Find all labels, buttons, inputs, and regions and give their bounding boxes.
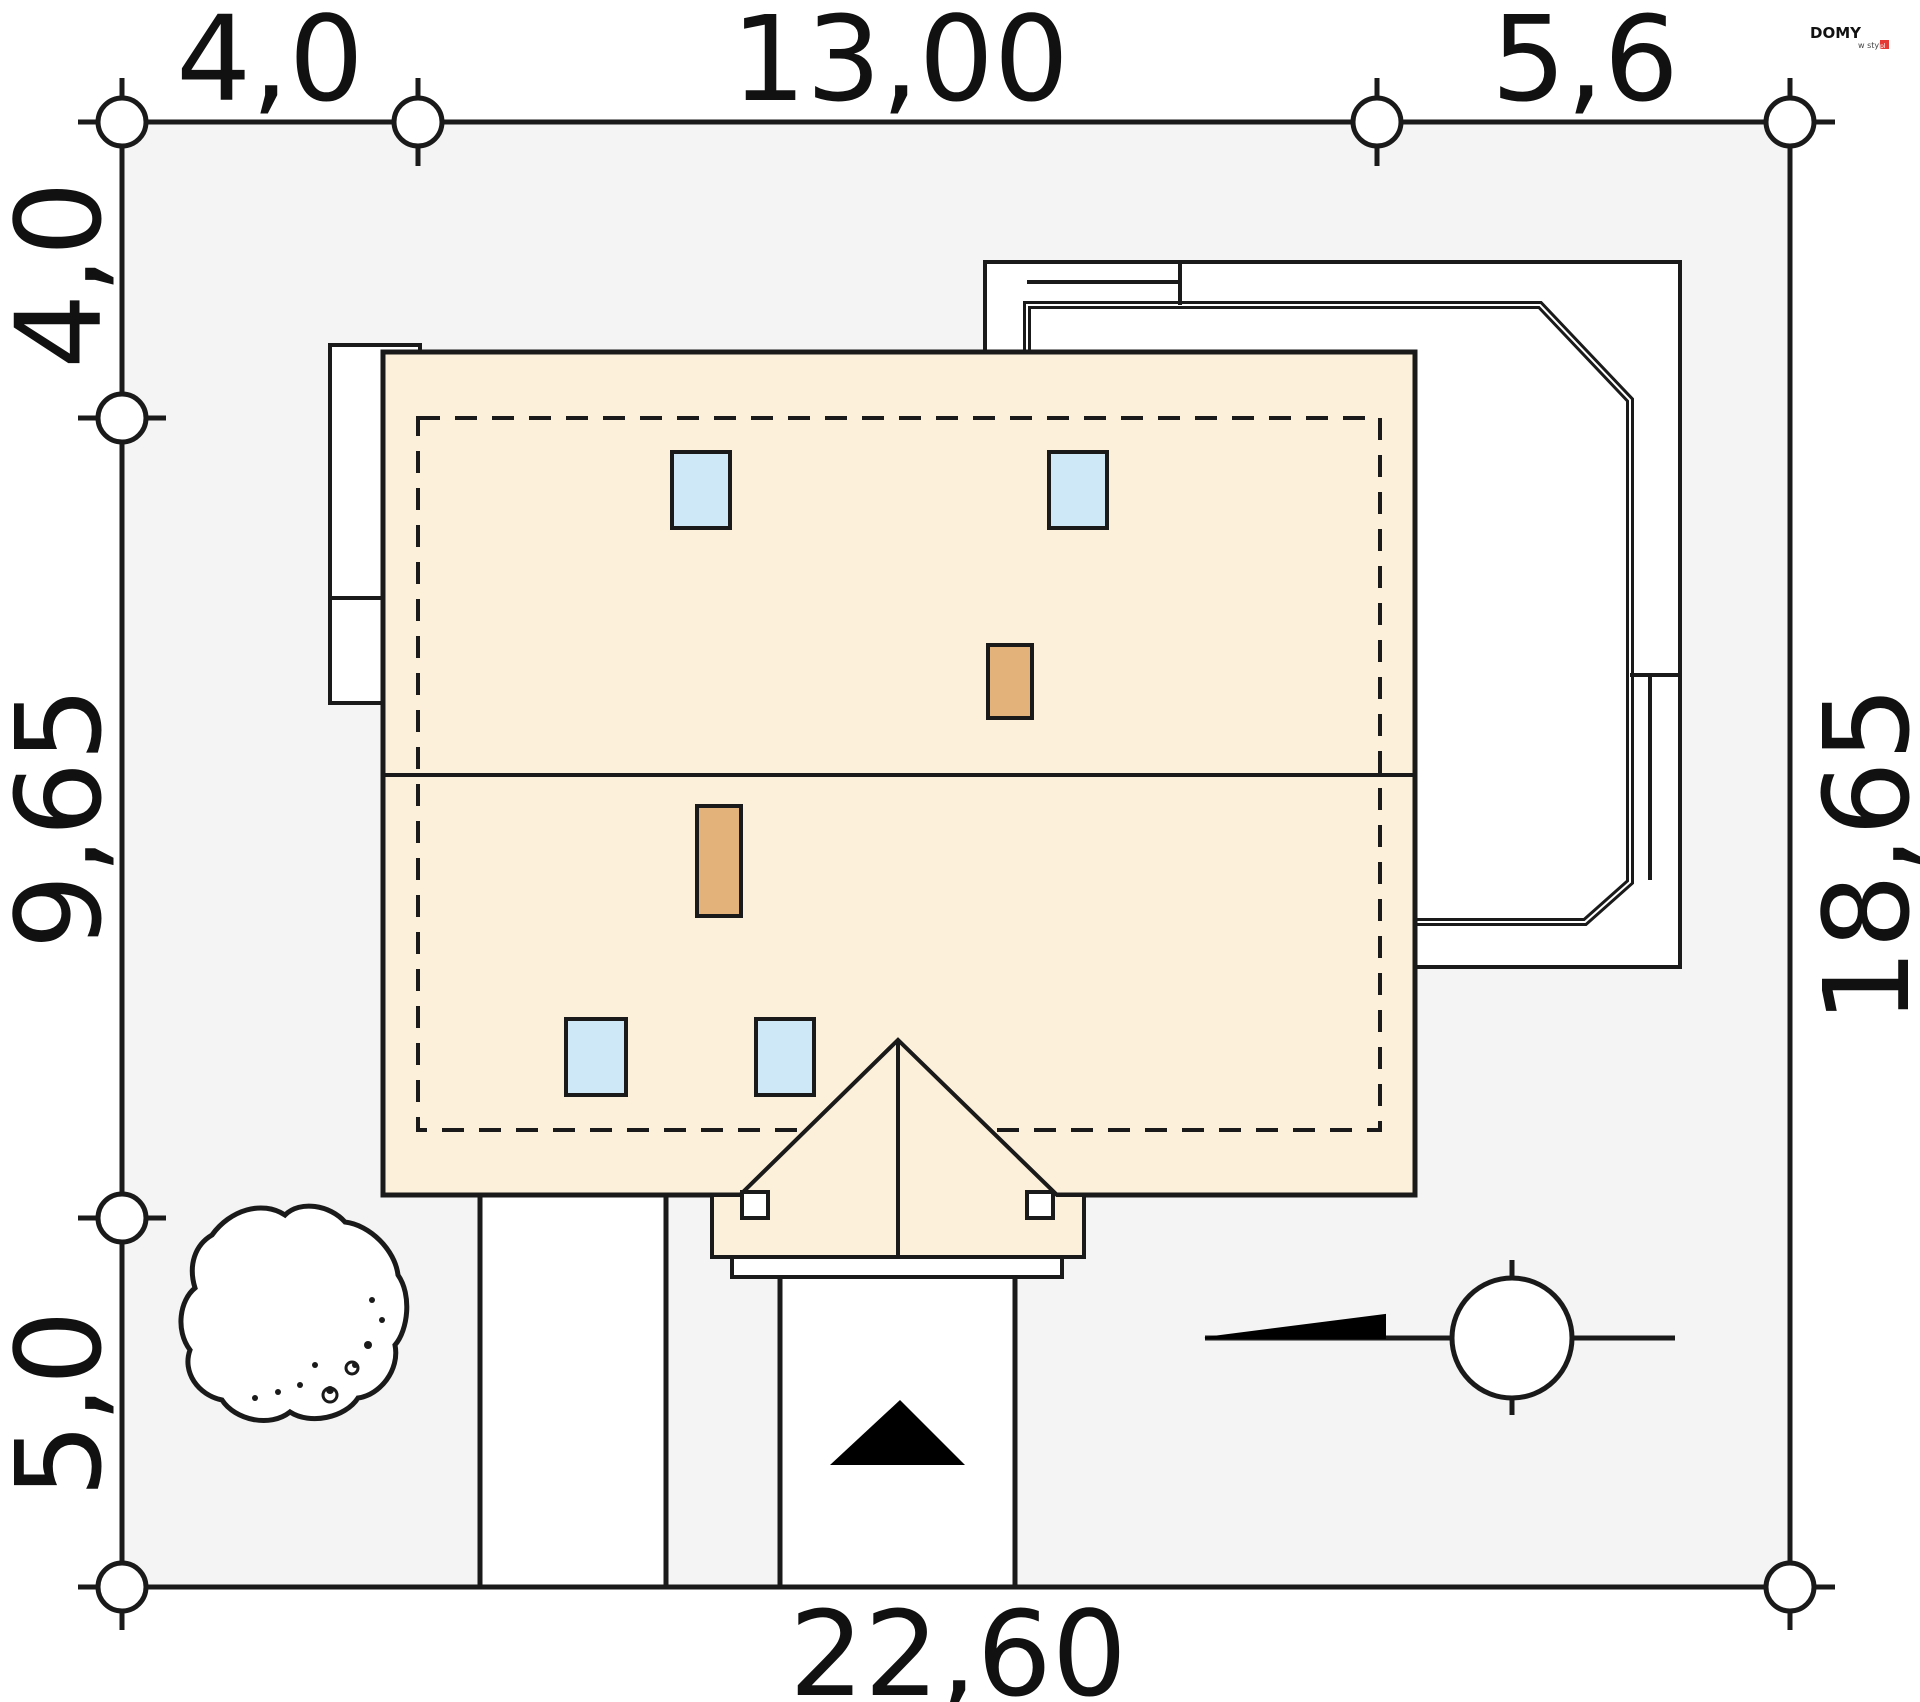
porch-gable <box>710 1037 1086 1259</box>
skylights <box>564 450 1109 1097</box>
dim-bottom-total: 22,60 <box>789 1585 1127 1702</box>
dim-left-bottom: 5,0 <box>0 1310 128 1498</box>
marker-bottom-right <box>1748 1545 1835 1630</box>
chimney-2 <box>695 804 743 918</box>
logo-sub-text: w stylu <box>1858 41 1886 50</box>
marker-top-1 <box>95 78 149 166</box>
skylight-1 <box>670 450 732 530</box>
logo-main-text: DOMY <box>1810 24 1862 42</box>
skylight-4 <box>754 1017 816 1097</box>
marker-bottom-left <box>78 1545 166 1630</box>
dim-top-left: 4,0 <box>176 0 364 128</box>
marker-left-2 <box>78 1191 166 1245</box>
dim-left-top: 4,0 <box>0 181 128 369</box>
logo-badge-text: pl <box>1880 43 1886 50</box>
brand-logo: DOMY w stylu pl <box>1810 24 1889 50</box>
marker-top-2 <box>391 78 445 166</box>
dim-top-right: 5,6 <box>1491 0 1679 128</box>
marker-top-4 <box>1763 78 1817 166</box>
dim-right-total: 18,65 <box>1798 686 1920 1024</box>
entrance-arrow-icon <box>830 1400 965 1465</box>
dim-top-middle: 13,00 <box>731 0 1069 128</box>
marker-left-1 <box>78 391 166 445</box>
chimney-1 <box>986 643 1034 720</box>
tree-icon <box>178 1203 410 1423</box>
skylight-2 <box>1047 450 1109 530</box>
skylight-3 <box>564 1017 628 1097</box>
chimneys <box>695 643 1034 918</box>
dimension-markers <box>78 78 1835 1630</box>
logo-badge <box>1880 40 1889 49</box>
marker-top-3 <box>1350 78 1404 166</box>
compass-icon <box>1204 1260 1675 1415</box>
dim-left-middle: 9,65 <box>0 687 128 950</box>
